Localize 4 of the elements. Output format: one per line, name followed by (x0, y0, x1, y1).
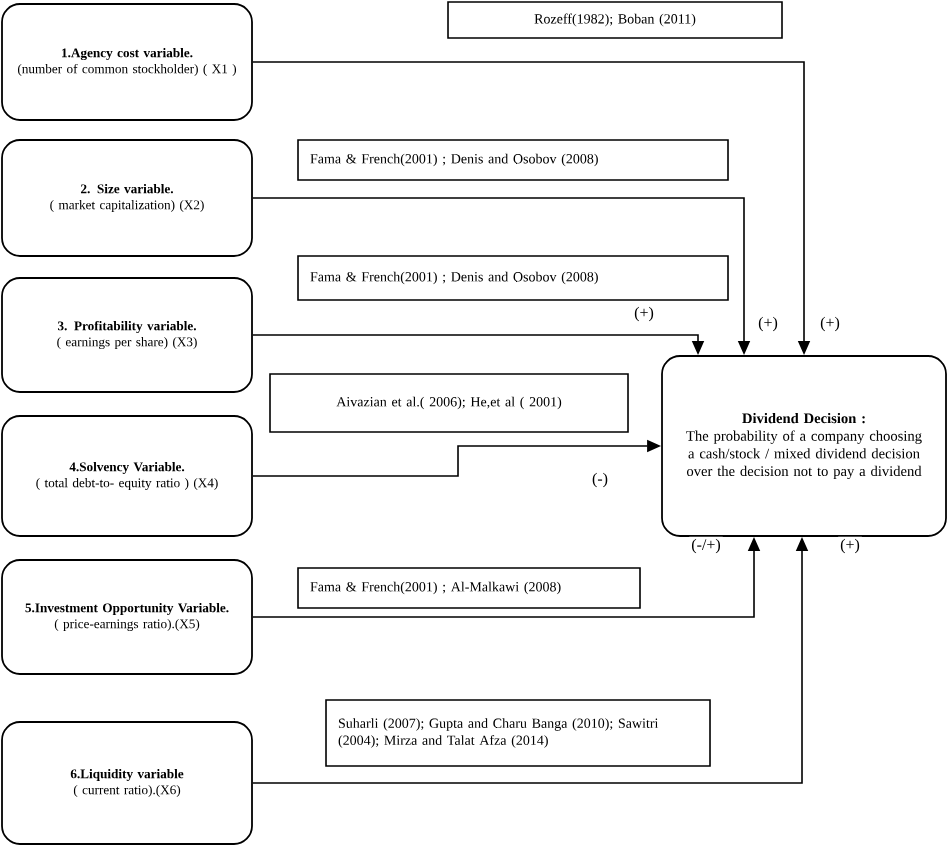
edge-label: (+) (756, 314, 780, 334)
edge-label: (-) (590, 470, 610, 490)
edge-label: (+) (632, 304, 656, 324)
edge-label: (+) (818, 314, 842, 334)
